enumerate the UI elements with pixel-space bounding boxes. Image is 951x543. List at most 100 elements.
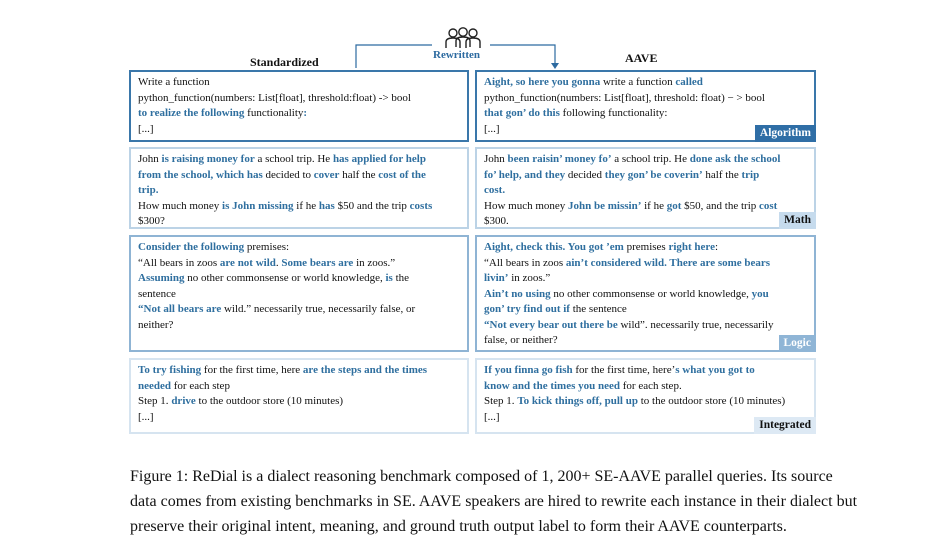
- plain-phrase: for the first time, here: [201, 364, 303, 376]
- plain-phrase: How much money: [484, 199, 569, 212]
- plain-phrase: no other commonsense or world knowledge,: [550, 287, 752, 300]
- highlighted-phrase: To try fishing: [138, 364, 202, 376]
- plain-phrase: premises:: [244, 241, 290, 253]
- plain-phrase: “All bears in zoos: [484, 256, 566, 269]
- text-line: that gon’ do this following functionalit…: [484, 106, 807, 122]
- highlighted-phrase: Consider the following: [138, 241, 245, 253]
- highlighted-phrase: they gon’ be coverin’: [604, 168, 703, 181]
- text-line: sentence: [138, 287, 460, 303]
- category-badge-algorithm: Algorithm: [754, 124, 816, 142]
- text-line: John been raisin’ money fo’ a school tri…: [484, 152, 807, 168]
- highlighted-phrase: has applied for help: [332, 153, 426, 165]
- text-line: Write a function: [138, 75, 460, 91]
- text-line: “All bears in zoos ain’t considered wild…: [484, 256, 807, 272]
- highlighted-phrase: you: [751, 287, 769, 300]
- plain-phrase: no other commonsense or world knowledge,: [184, 272, 386, 284]
- highlighted-phrase: fo’ help, and they: [484, 168, 566, 181]
- text-line: neither?: [138, 318, 460, 334]
- text-line: Consider the following premises:: [138, 240, 460, 256]
- text-line: Step 1. drive to the outdoor store (10 m…: [138, 394, 460, 410]
- highlighted-phrase: has: [318, 199, 335, 212]
- plain-phrase: python_function(numbers: List[float], th…: [484, 91, 765, 104]
- highlighted-phrase: drive: [171, 395, 196, 407]
- algorithm-standard-box: Write a function python_function(numbers:…: [129, 70, 469, 142]
- plain-phrase: John: [138, 153, 162, 165]
- plain-phrase: a school trip. He: [611, 153, 690, 165]
- caption-line: data comes from existing benchmarks in S…: [130, 493, 858, 510]
- logic-standard-box: Consider the following premises:“All bea…: [129, 235, 469, 352]
- highlighted-phrase: is: [385, 272, 393, 284]
- text-line: cost.: [484, 183, 807, 199]
- highlighted-phrase: right here: [668, 241, 715, 253]
- highlighted-phrase: Some bears are: [281, 256, 354, 269]
- text-line: Step 1. To kick things off, pull up to t…: [484, 394, 807, 410]
- plain-phrase: [...]: [138, 410, 154, 423]
- highlighted-phrase: is raising money for: [161, 153, 255, 165]
- plain-phrase: decided to: [262, 168, 314, 181]
- caption-line: Figure 1: ReDial is a dialect reasoning …: [130, 468, 833, 485]
- text-line: [...]: [484, 122, 807, 138]
- plain-phrase: to the outdoor store (10 minutes): [637, 395, 786, 407]
- text-line: $300.: [484, 214, 807, 230]
- text-line: $300?: [138, 214, 460, 230]
- math-aave-box: John been raisin’ money fo’ a school tri…: [475, 147, 816, 229]
- text-line: python_function(numbers: List[float], th…: [484, 91, 807, 107]
- highlighted-phrase: s what you got to: [675, 364, 755, 376]
- highlighted-phrase: are not wild: [219, 256, 276, 269]
- text-line: Ain’t no using no other commonsense or w…: [484, 287, 807, 303]
- plain-phrase: $50, and the trip: [681, 199, 760, 212]
- highlighted-phrase: is John missing: [222, 199, 294, 212]
- text-line: know and the times you need for each ste…: [484, 379, 807, 395]
- highlighted-phrase: John be missin’: [568, 199, 642, 212]
- highlighted-phrase: done ask the school: [689, 153, 781, 165]
- math-standard-box: John is raising money for a school trip.…: [129, 147, 469, 229]
- text-line: livin’ in zoos.”: [484, 271, 807, 287]
- highlighted-phrase: cost: [759, 199, 778, 212]
- aave-header: AAVE: [625, 51, 658, 65]
- highlighted-phrase: costs: [409, 199, 433, 212]
- people-icon: [445, 27, 481, 48]
- text-line: to realize the following functionality:: [138, 106, 460, 122]
- text-line: John is raising money for a school trip.…: [138, 152, 460, 168]
- highlighted-phrase: If you finna go fish: [484, 364, 573, 376]
- algorithm-aave-box: Aight, so here you gonna write a functio…: [475, 70, 816, 142]
- rewritten-label: Rewritten: [433, 49, 481, 61]
- plain-phrase: wild.” necessarily true, necessarily fal…: [221, 303, 416, 315]
- plain-phrase: the: [392, 272, 410, 284]
- text-line: “All bears in zoos are not wild. Some be…: [138, 256, 460, 272]
- plain-phrase: $50 and the trip: [334, 199, 410, 212]
- highlighted-phrase: know and the times you need: [484, 379, 620, 392]
- plain-phrase: the sentence: [569, 303, 627, 315]
- highlighted-phrase: been raisin’ money fo’: [507, 153, 612, 165]
- highlighted-phrase: are the steps and the times: [302, 364, 428, 376]
- text-line: [...]: [484, 410, 807, 426]
- highlighted-phrase: called: [675, 76, 703, 88]
- highlighted-phrase: that gon’ do this: [484, 107, 560, 119]
- logic-aave-box: Aight, check this. You got ’em premises …: [475, 235, 816, 352]
- highlighted-phrase: cost.: [484, 184, 506, 196]
- plain-phrase: Write a function: [138, 76, 210, 88]
- plain-phrase: $300?: [138, 215, 165, 227]
- text-line: If you finna go fish for the first time,…: [484, 363, 807, 379]
- plain-phrase: a school trip. He: [254, 153, 333, 165]
- plain-phrase: premises: [623, 241, 669, 253]
- plain-phrase: wild”. necessarily true, necessarily: [617, 318, 774, 331]
- text-line: python_function(numbers: List[float], th…: [138, 91, 460, 107]
- plain-phrase: to the outdoor store (10 minutes): [195, 395, 344, 407]
- text-line: trip.: [138, 183, 460, 199]
- plain-phrase: decided: [565, 168, 605, 181]
- text-line: How much money John be missin’ if he got…: [484, 199, 807, 215]
- plain-phrase: [...]: [484, 122, 500, 135]
- integrated-standard-box: To try fishing for the first time, here …: [129, 358, 469, 434]
- plain-phrase: functionality: [244, 107, 304, 119]
- highlighted-phrase: ain’t considered wild. There are some be…: [565, 256, 771, 269]
- plain-phrase: for each step: [171, 379, 230, 392]
- plain-phrase: write a function: [600, 76, 676, 88]
- highlighted-phrase: :: [303, 107, 308, 119]
- plain-phrase: .: [275, 256, 282, 269]
- highlighted-phrase: To kick things off, pull up: [517, 395, 638, 407]
- plain-phrase: in zoos.”: [353, 256, 396, 269]
- plain-phrase: [...]: [484, 410, 500, 423]
- category-badge-logic: Logic: [778, 334, 816, 352]
- rewrite-arrow: [355, 44, 559, 69]
